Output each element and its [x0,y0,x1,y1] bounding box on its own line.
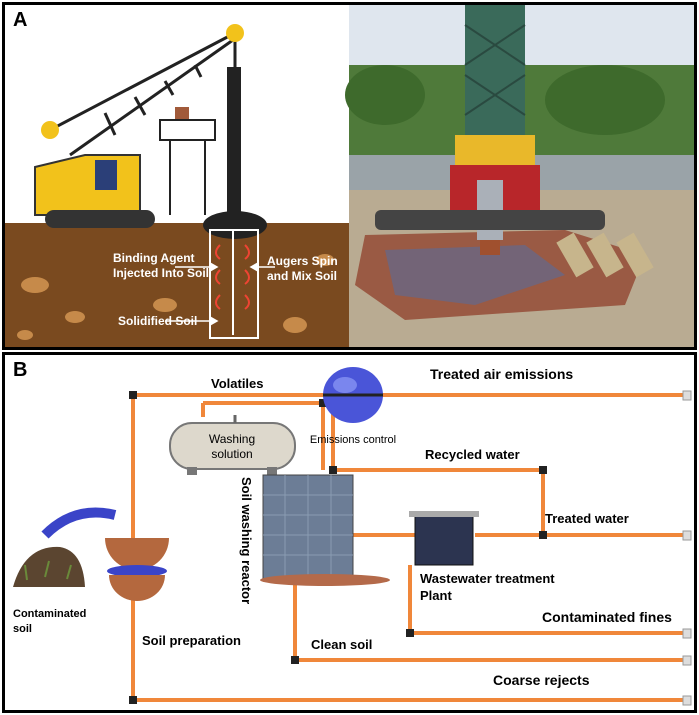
annotation-augers-2: and Mix Soil [267,269,337,283]
label-recycled-water: Recycled water [425,447,520,462]
label-clean-soil: Clean soil [311,637,372,652]
crane-boom [49,31,237,215]
annotation-binding-agent-2: Injected Into Soil [113,266,209,280]
washing-solution-tank [169,415,296,475]
label-volatiles: Volatiles [211,376,264,391]
annotation-solidified: Solidified Soil [118,314,197,328]
label-wastewater-1: Wastewater treatment [420,571,555,586]
annotation-augers-1: Augers Spin [267,254,338,268]
label-contaminated-fines: Contaminated fines [542,609,672,625]
label-treated-air: Treated air emissions [430,366,573,382]
site-photo [345,5,694,347]
annotation-binding-agent-1: Binding Agent [113,251,195,265]
panel-a-artwork: Binding Agent Injected Into Soil Augers … [5,5,694,347]
crane-body [34,154,155,228]
label-contaminated-soil-2: soil [13,623,32,635]
label-coarse-rejects: Coarse rejects [493,672,590,688]
panel-b-label: B [13,359,28,381]
label-contaminated-soil-1: Contaminated [13,608,86,620]
label-treated-water: Treated water [545,511,629,526]
wastewater-treatment-plant [409,511,479,566]
panel-a-label: A [13,9,28,31]
panel-b-artwork: Washing solution [13,366,692,706]
tank-label-1: Washing [209,432,255,446]
contaminated-soil-pile [13,546,85,587]
label-wastewater-2: Plant [420,588,452,603]
label-emissions-control: Emissions control [310,434,396,446]
soil-preparation-vessel [41,507,169,601]
label-soil-washing-reactor: Soil washing reactor [239,477,254,604]
tank-label-2: solution [211,447,252,461]
emissions-control-sphere [323,367,383,423]
panel-b: Washing solution [2,352,697,713]
label-soil-preparation: Soil preparation [142,633,241,648]
soil-washing-reactor [260,474,390,586]
panel-a: Binding Agent Injected Into Soil Augers … [2,2,697,350]
